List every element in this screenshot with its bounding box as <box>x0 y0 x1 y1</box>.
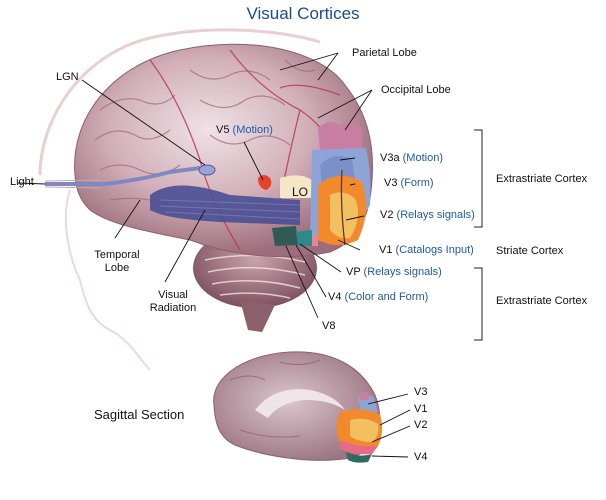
v3a-name: V3a <box>380 152 400 164</box>
v8-label: V8 <box>322 320 336 332</box>
v4-function: (Color and Form) <box>344 291 429 303</box>
vp-label: VP (Relays signals) <box>346 266 442 279</box>
v1-label: V1 (Catalogs Input) <box>379 244 474 257</box>
head-outline <box>38 28 321 176</box>
pink-strip <box>312 234 318 246</box>
optic-nerve <box>45 166 201 186</box>
visual-radiation-line1: Visual <box>158 289 188 301</box>
visual-radiation <box>150 185 300 225</box>
bracket-lower <box>474 267 483 341</box>
light-label: Light <box>10 176 34 188</box>
v1-region <box>330 192 358 239</box>
sagittal-v3-label: V3 <box>414 386 428 398</box>
v3-label: V3 (Form) <box>384 177 434 190</box>
lo-region <box>280 175 312 198</box>
v5-region <box>258 175 272 190</box>
bracket-upper <box>474 129 483 228</box>
sagittal-v4-label: V4 <box>414 451 428 463</box>
lo-label: LO <box>292 185 309 199</box>
sagittal-section-title: Sagittal Section <box>94 407 185 422</box>
sagittal-v2-label: V2 <box>414 419 428 431</box>
sag-pink-region <box>340 440 378 455</box>
temporal-lobe-line1: Temporal <box>94 249 140 261</box>
diagram-title: Visual Cortices <box>246 4 360 23</box>
corpus-callosum <box>255 389 345 418</box>
v5-function: (Motion) <box>232 124 273 136</box>
v3-name: V3 <box>384 177 398 189</box>
occipital-lobe-label: Occipital Lobe <box>381 84 451 96</box>
lgn <box>198 164 216 176</box>
v2-label: V2 (Relays signals) <box>380 209 475 222</box>
brainstem <box>240 300 275 332</box>
leader-lines <box>17 52 373 319</box>
v4-label: V4 (Color and Form) <box>328 291 428 304</box>
visual-radiation-label: Visual Radiation <box>140 289 206 315</box>
v3a-region <box>318 122 362 150</box>
extrastriate-cortex-upper-label: Extrastriate Cortex <box>496 173 588 185</box>
sagittal-v1-label: V1 <box>414 403 428 415</box>
v2-function: (Relays signals) <box>396 209 475 221</box>
v3a-function: (Motion) <box>402 152 443 164</box>
striate-cortex-label: Striate Cortex <box>496 245 564 257</box>
v1-function: (Catalogs Input) <box>395 244 474 256</box>
temporal-lobe-line2: Lobe <box>104 262 130 274</box>
parietal-lobe-label: Parietal Lobe <box>352 47 417 59</box>
v5-name: V5 <box>216 124 230 136</box>
sag-v3-pink <box>360 392 370 400</box>
vp-region <box>296 230 312 246</box>
v3a-label: V3a (Motion) <box>380 152 443 165</box>
v4-region <box>272 226 298 246</box>
vp-name: VP <box>346 266 361 278</box>
sag-v4-region <box>346 452 372 463</box>
v5-label: V5 (Motion) <box>216 124 273 137</box>
sag-v1-region <box>350 418 379 442</box>
v2-name: V2 <box>380 209 394 221</box>
v3-function: (Form) <box>400 177 434 189</box>
lgn-label: LGN <box>56 71 79 83</box>
temporal-lobe-label: Temporal Lobe <box>90 249 144 275</box>
visual-radiation-line2: Radiation <box>149 302 197 314</box>
vp-function: (Relays signals) <box>363 266 442 278</box>
face-outline <box>64 189 151 371</box>
v4-name: V4 <box>328 291 342 303</box>
extrastriate-cortex-lower-label: Extrastriate Cortex <box>496 295 588 307</box>
sagittal-leader-lines <box>367 393 411 458</box>
v1-name: V1 <box>379 244 393 256</box>
